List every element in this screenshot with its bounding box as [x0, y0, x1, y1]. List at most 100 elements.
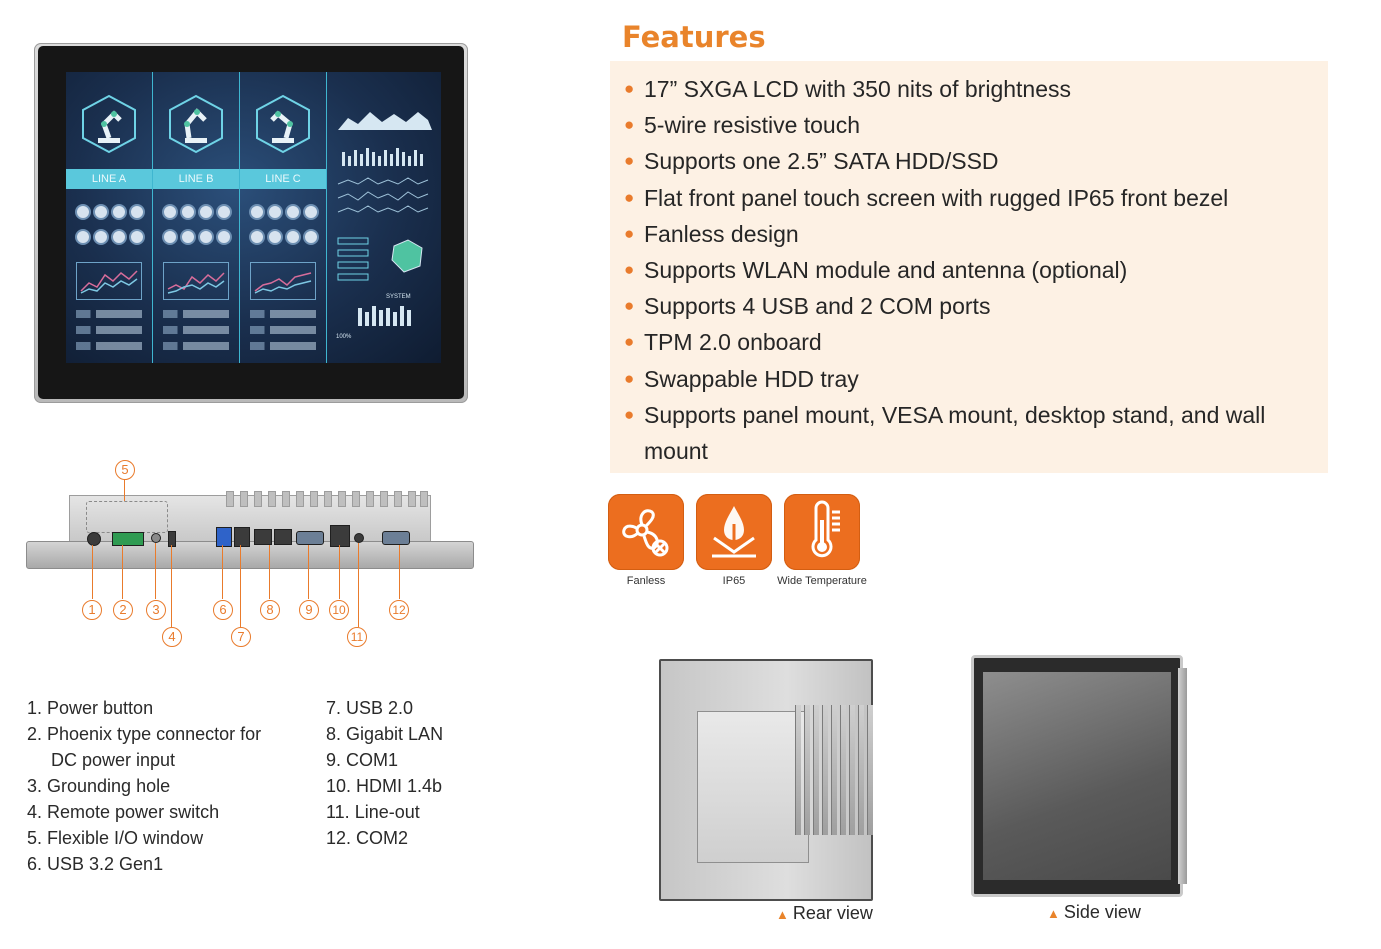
fanless-badge	[608, 494, 684, 570]
port-list-item: 10. HDMI 1.4b	[326, 776, 443, 796]
mini-line-chart	[163, 262, 229, 300]
lan-port-1	[254, 529, 272, 545]
screen-dashboard-panel: SYSTEM 100%	[328, 72, 441, 363]
port-list-item: DC power input	[51, 750, 176, 770]
port-list-left: 1. Power button 2. Phoenix type connecto…	[27, 695, 261, 877]
thermometer-icon	[811, 500, 840, 558]
screen-column-line-c: LINE C	[240, 72, 327, 363]
callout-4: 4	[162, 627, 182, 647]
side-view-edge	[1178, 668, 1187, 884]
fanless-label: Fanless	[626, 575, 666, 587]
port-list-item: 1. Power button	[27, 698, 154, 718]
screen-column-line-a: LINE A	[66, 72, 153, 363]
wide-temperature-badge	[784, 494, 860, 570]
monitor-screen: LINE A	[66, 72, 441, 363]
callout-6: 6	[213, 600, 233, 620]
side-view-image	[971, 655, 1183, 897]
callout-10: 10	[329, 600, 349, 620]
triangle-icon: ▲	[1047, 906, 1060, 921]
feature-item: Fanless design	[624, 216, 1324, 252]
gauge-grid	[161, 202, 233, 252]
percent-label: 100%	[336, 334, 352, 340]
hdmi-port	[330, 525, 350, 547]
port-list-item: 7. USB 2.0	[326, 698, 414, 718]
port-list-right: 7. USB 2.0 8. Gigabit LAN 9. COM1 10. HD…	[326, 695, 443, 851]
usb-2-0-port	[234, 527, 250, 547]
lan-port-2	[274, 529, 292, 545]
rear-view-caption: ▲Rear view	[776, 903, 873, 924]
callout-3: 3	[146, 600, 166, 620]
mini-rows	[163, 310, 229, 358]
wide-temperature-label: Wide Temperature	[777, 575, 867, 587]
phoenix-connector-port	[112, 532, 144, 546]
ip65-badge	[696, 494, 772, 570]
com2-port	[382, 531, 410, 545]
rear-heatsink	[795, 705, 887, 835]
power-button-port	[87, 532, 101, 546]
rear-view-image	[659, 659, 873, 901]
callout-1: 1	[82, 600, 102, 620]
port-list-item: 4. Remote power switch	[27, 802, 220, 822]
feature-item: TPM 2.0 onboard	[624, 324, 1324, 360]
robot-arm-icon	[256, 94, 310, 154]
features-title: Features	[622, 20, 766, 54]
usb-3-2-port	[216, 527, 232, 547]
fan-icon	[622, 509, 669, 557]
port-list-item: 2. Phoenix type connector for	[27, 724, 262, 744]
robot-arm-icon	[169, 94, 223, 154]
ip65-label: IP65	[722, 575, 746, 587]
callout-11: 11	[347, 627, 367, 647]
callout-12: 12	[389, 600, 409, 620]
system-label: SYSTEM	[386, 294, 411, 300]
rear-view-label: Rear view	[792, 903, 873, 923]
callout-9: 9	[299, 600, 319, 620]
side-view-label: Side view	[1063, 902, 1141, 922]
side-view-caption: ▲Side view	[1047, 902, 1141, 923]
line-c-label: LINE C	[240, 169, 326, 189]
features-box: 17” SXGA LCD with 350 nits of brightness…	[610, 61, 1328, 473]
feature-item: Swappable HDD tray	[624, 361, 1324, 397]
heatsink-fins	[226, 491, 428, 507]
line-a-label: LINE A	[66, 169, 152, 189]
port-list-item: 8. Gigabit LAN	[326, 724, 444, 744]
feature-item: Supports 4 USB and 2 COM ports	[624, 288, 1324, 324]
screen-column-line-b: LINE B	[153, 72, 240, 363]
mini-rows	[76, 310, 142, 358]
rear-chassis-box	[697, 711, 809, 863]
port-list-item: 9. COM1	[326, 750, 399, 770]
feature-item: Supports panel mount, VESA mount, deskto…	[624, 397, 1324, 469]
callout-5: 5	[115, 460, 135, 480]
robot-arm-icon	[82, 94, 136, 154]
grounding-hole	[151, 533, 161, 543]
line-b-label: LINE B	[153, 169, 239, 189]
port-list-item: 6. USB 3.2 Gen1	[27, 854, 164, 874]
feature-item: 5-wire resistive touch	[624, 107, 1324, 143]
callout-7: 7	[231, 627, 251, 647]
port-list-item: 3. Grounding hole	[27, 776, 171, 796]
feature-item: Supports one 2.5” SATA HDD/SSD	[624, 143, 1324, 179]
line-out-port	[354, 533, 364, 543]
callout-8: 8	[260, 600, 280, 620]
gauge-grid	[248, 202, 320, 252]
feature-item: Supports WLAN module and antenna (option…	[624, 252, 1324, 288]
features-list: 17” SXGA LCD with 350 nits of brightness…	[624, 71, 1324, 469]
triangle-icon: ▲	[776, 907, 789, 922]
com1-port	[296, 531, 324, 545]
port-list-item: 11. Line-out	[326, 802, 420, 822]
monitor-bezel: LINE A	[38, 46, 464, 399]
side-view-screen	[983, 672, 1171, 880]
feature-item: Flat front panel touch screen with rugge…	[624, 180, 1324, 216]
front-panel-image: LINE A	[34, 43, 468, 403]
water-drop-icon	[712, 506, 756, 558]
mini-line-chart	[250, 262, 316, 300]
mini-line-chart	[76, 262, 142, 300]
gauge-grid	[74, 202, 146, 252]
mini-rows	[250, 310, 316, 358]
dashboard-graphics	[337, 112, 432, 326]
port-list-item: 5. Flexible I/O window	[27, 828, 204, 848]
callout-2: 2	[113, 600, 133, 620]
feature-item: 17” SXGA LCD with 350 nits of brightness	[624, 71, 1324, 107]
io-side-view: 1 2 3 4 5 6 7 8 9 10 11 12	[24, 455, 476, 655]
remote-power-switch-port	[168, 531, 176, 547]
flexible-io-window	[86, 501, 168, 533]
